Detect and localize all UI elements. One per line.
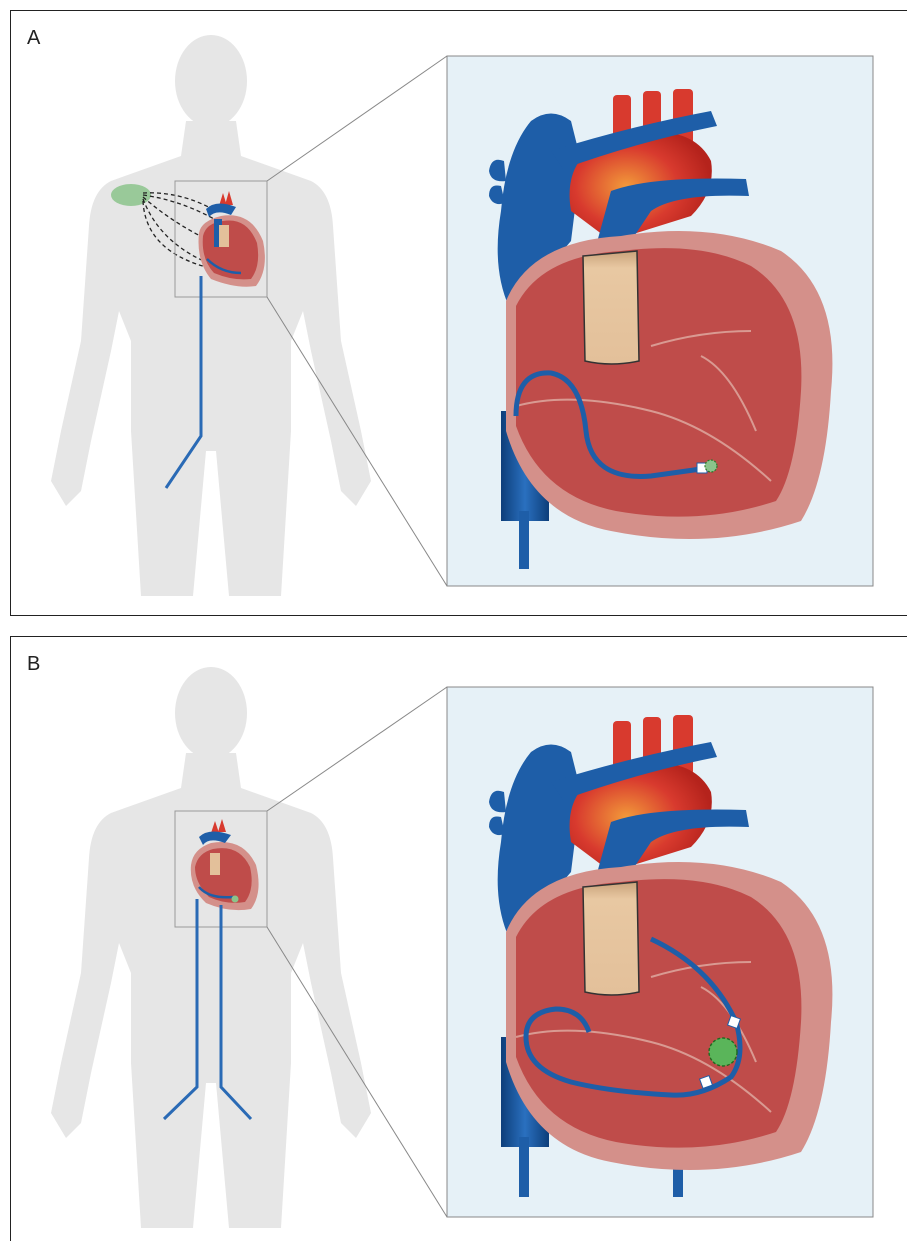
body-silhouette-a	[51, 35, 371, 596]
panel-a: A	[10, 10, 907, 616]
panel-b: B	[10, 636, 907, 1241]
body-silhouette-b	[51, 667, 371, 1228]
panel-b-illustration	[11, 637, 907, 1241]
panel-a-illustration	[11, 11, 907, 615]
